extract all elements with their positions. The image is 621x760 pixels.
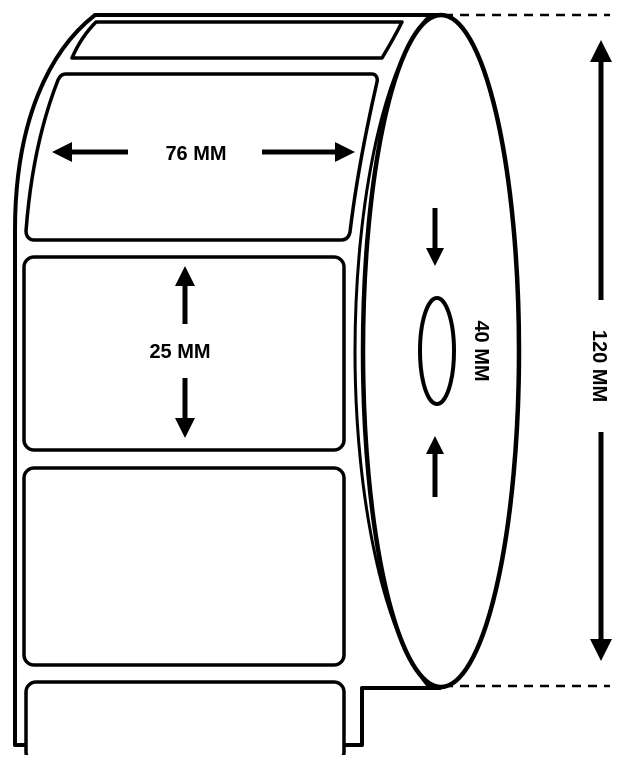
label-2 <box>22 255 346 452</box>
label-width-text: 76 MM <box>165 143 226 165</box>
height-arrow-up-head <box>175 266 195 286</box>
width-arrow-left-head <box>52 142 72 162</box>
label-3 <box>22 466 346 667</box>
label-height-text: 25 MM <box>149 341 210 363</box>
label-1 <box>24 72 379 242</box>
core-arrow-bottom-head <box>426 436 444 454</box>
roll-diameter-text: 120 MM <box>588 330 610 402</box>
roll-arrow-down-head <box>590 639 612 661</box>
width-arrow-right-head <box>335 142 355 162</box>
core-arrow-top-head <box>426 248 444 266</box>
core-hole <box>418 296 456 406</box>
height-arrow-down-head <box>175 418 195 438</box>
top-wrapped-label <box>70 20 404 60</box>
core-diameter-text: 40 MM <box>470 320 492 381</box>
label-4 <box>24 680 346 760</box>
roll-arrow-up-head <box>590 40 612 62</box>
